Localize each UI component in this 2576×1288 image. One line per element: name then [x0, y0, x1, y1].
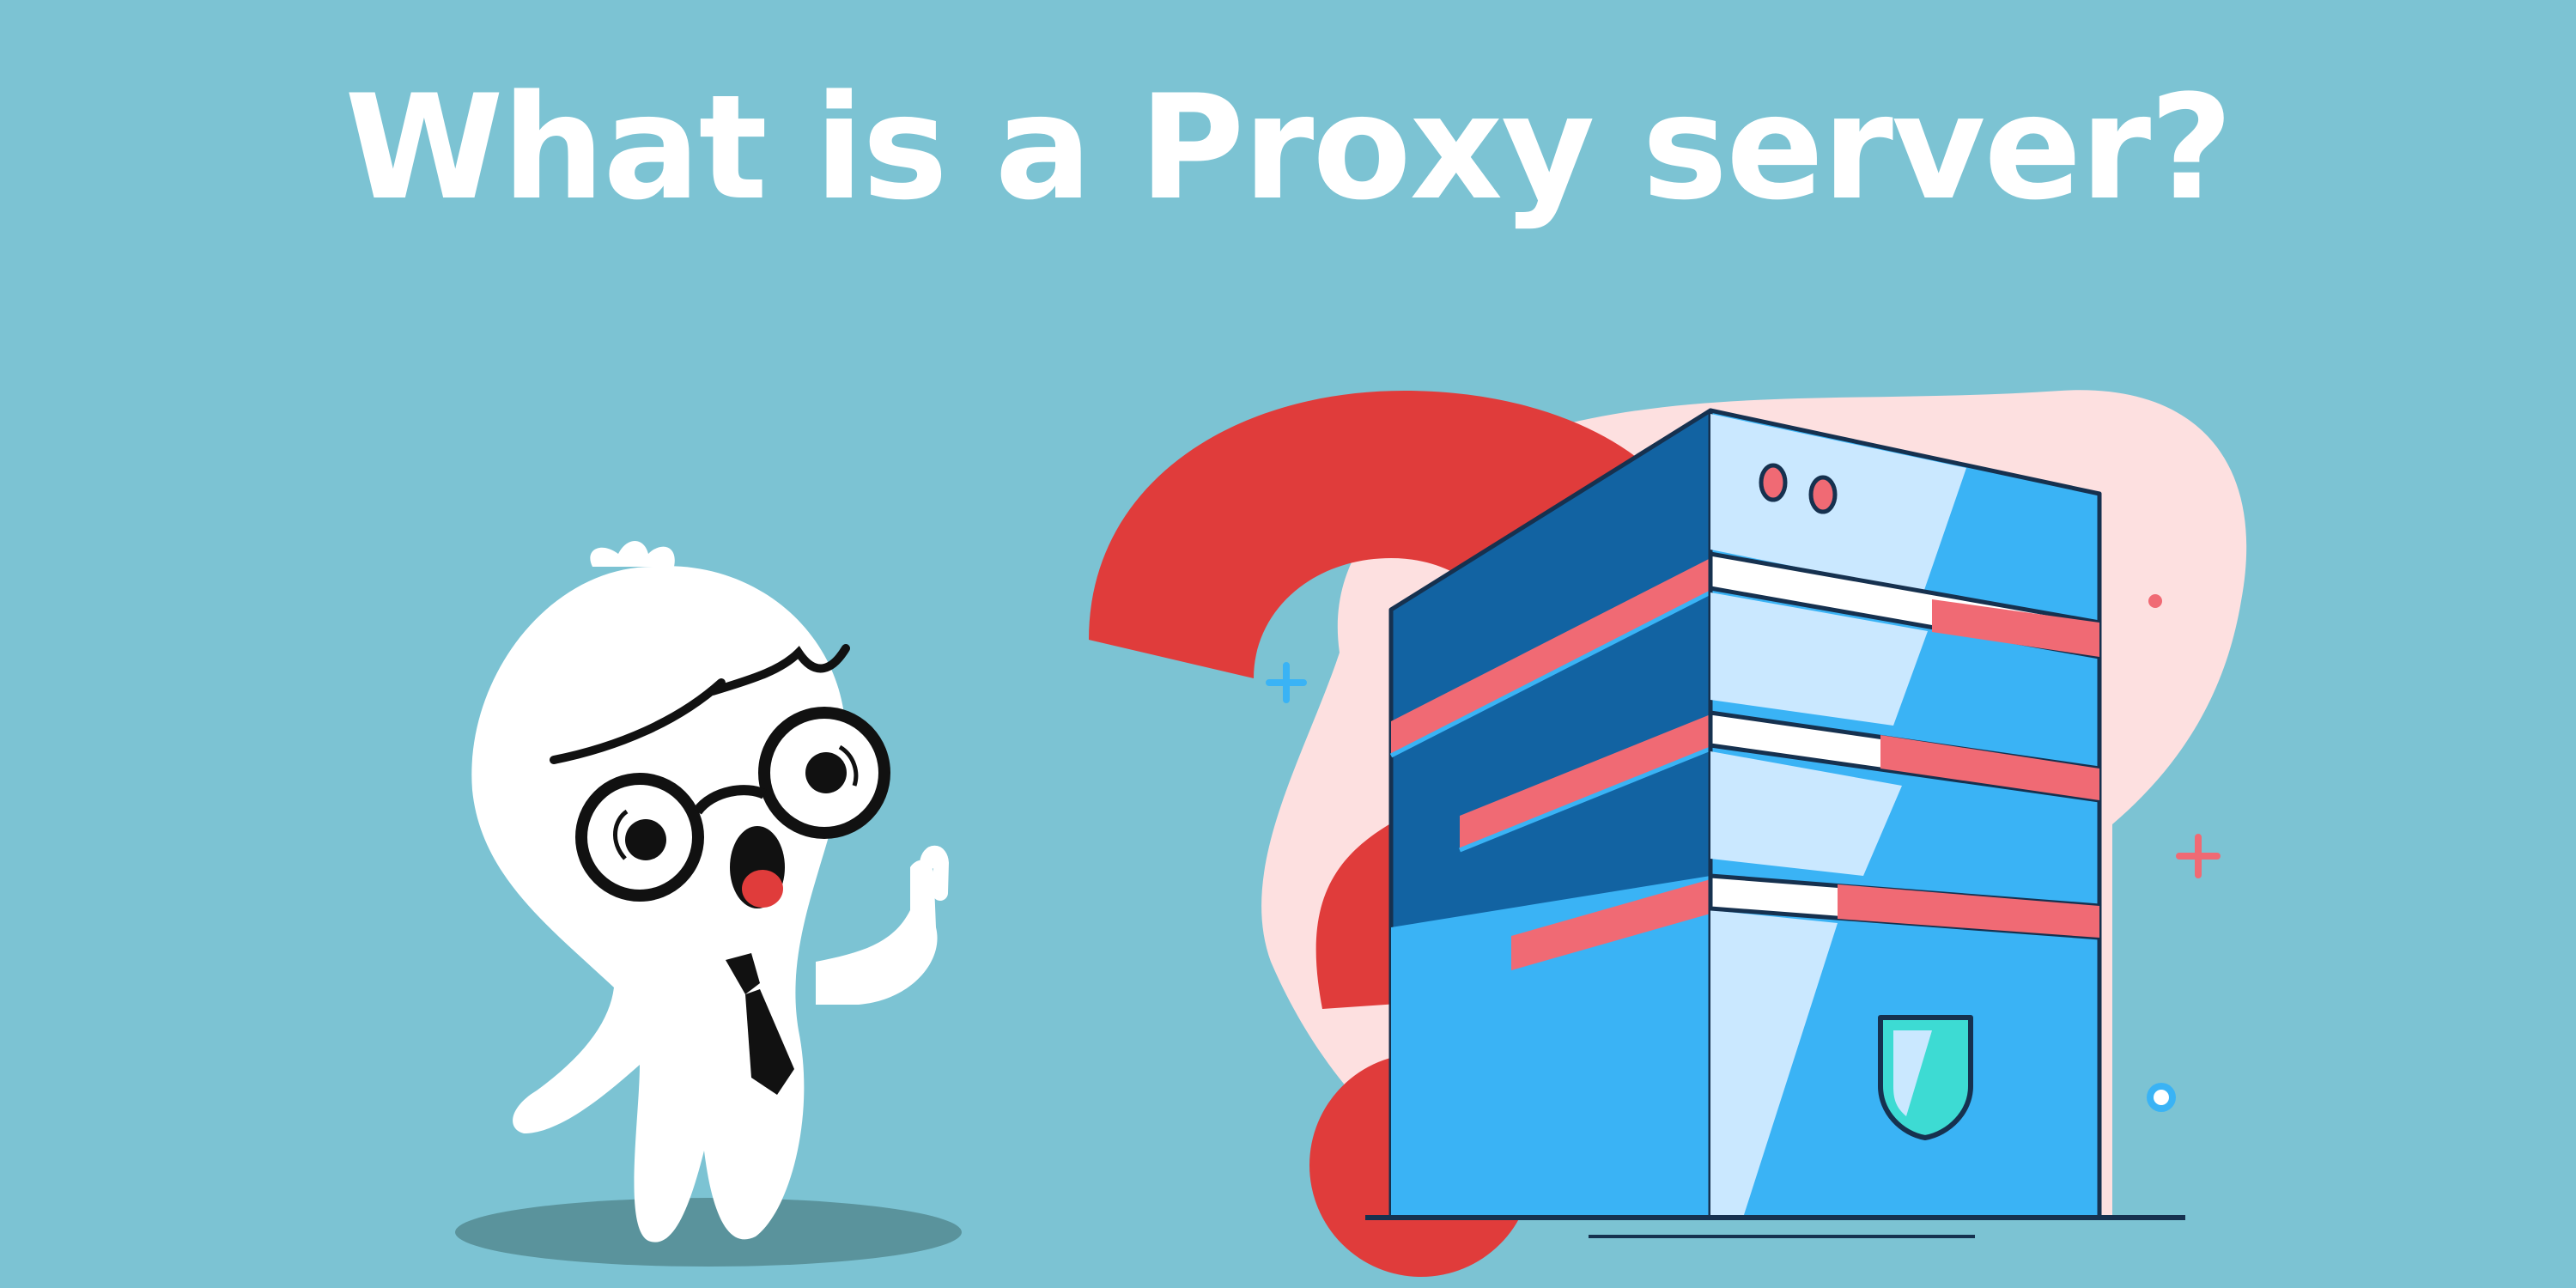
- cartoon-character: [455, 541, 962, 1267]
- page-title: What is a Proxy server?: [344, 64, 2233, 232]
- shield-icon: [1878, 1015, 1973, 1140]
- character-shadow: [455, 1198, 962, 1267]
- server-tower-icon: [1365, 408, 2185, 1238]
